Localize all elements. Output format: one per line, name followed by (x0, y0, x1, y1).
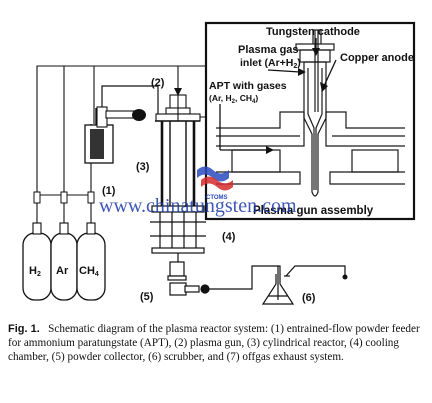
gas-cylinder-h2 (22, 222, 52, 301)
label-h2: H2 (29, 265, 41, 278)
figure-number: Fig. 1. (8, 323, 40, 335)
collector-to-scrubber-line (209, 265, 281, 290)
label-tungsten-cathode: Tungsten cathode (266, 26, 360, 38)
gun-return-line (178, 65, 207, 118)
label-2: (2) (151, 77, 165, 89)
offgas-exhaust-line (285, 265, 346, 277)
cylindrical-reactor (155, 120, 200, 206)
ctoms-logo: CTOMS (197, 166, 233, 201)
arrow-head-apt (266, 146, 274, 154)
offgas-exhaust-end (342, 274, 348, 280)
label-3: (3) (136, 161, 150, 173)
inset-frame (204, 21, 416, 221)
label-4: (4) (222, 231, 236, 243)
plasma-reactor-schematic: Tungsten cathode Plasma gas inlet (Ar+H2… (22, 21, 416, 305)
plasma-gun-assembly-drawing (216, 29, 405, 197)
label-apt-line1: APT with gases (209, 80, 287, 92)
label-apt-line2: (Ar, H2, CH4) (209, 93, 258, 105)
arrow-head-cathode (312, 48, 320, 56)
gas-cylinder-ar (50, 222, 78, 301)
gas-flowmeters (33, 191, 95, 204)
plasma-gun (155, 94, 201, 122)
label-plasma-gas-line2: inlet (Ar+H2) (240, 57, 301, 70)
caption-text: Schematic diagram of the plasma reactor … (8, 323, 420, 363)
label-plasma-gas-line1: Plasma gas (238, 44, 299, 56)
arrow-head-gas-inlet (298, 68, 306, 76)
feed-line (101, 85, 159, 114)
label-6: (6) (302, 292, 316, 304)
label-plasma-gun-assembly: Plasma gun assembly (253, 205, 374, 217)
gas-cylinder-ch4 (76, 222, 106, 301)
ctoms-logo-text: CTOMS (206, 195, 228, 201)
watermark-url: www.chinatungsten.com (99, 195, 297, 217)
label-5: (5) (140, 291, 154, 303)
gas-lines (36, 65, 179, 223)
label-ar: Ar (56, 265, 69, 277)
label-copper-anode: Copper anode (340, 52, 414, 64)
label-ch4: CH4 (79, 265, 99, 278)
powder-collector (167, 253, 210, 296)
figure-caption: Fig. 1. Schematic diagram of the plasma … (8, 322, 426, 364)
inset-leader-lines (219, 38, 337, 151)
scrubber (261, 266, 295, 305)
cooling-chamber (150, 205, 206, 254)
powder-feeder (84, 106, 146, 164)
arrow-head-anode (320, 82, 328, 92)
arrow-gas-to-gun (174, 88, 182, 96)
label-1: (1) (102, 185, 116, 197)
